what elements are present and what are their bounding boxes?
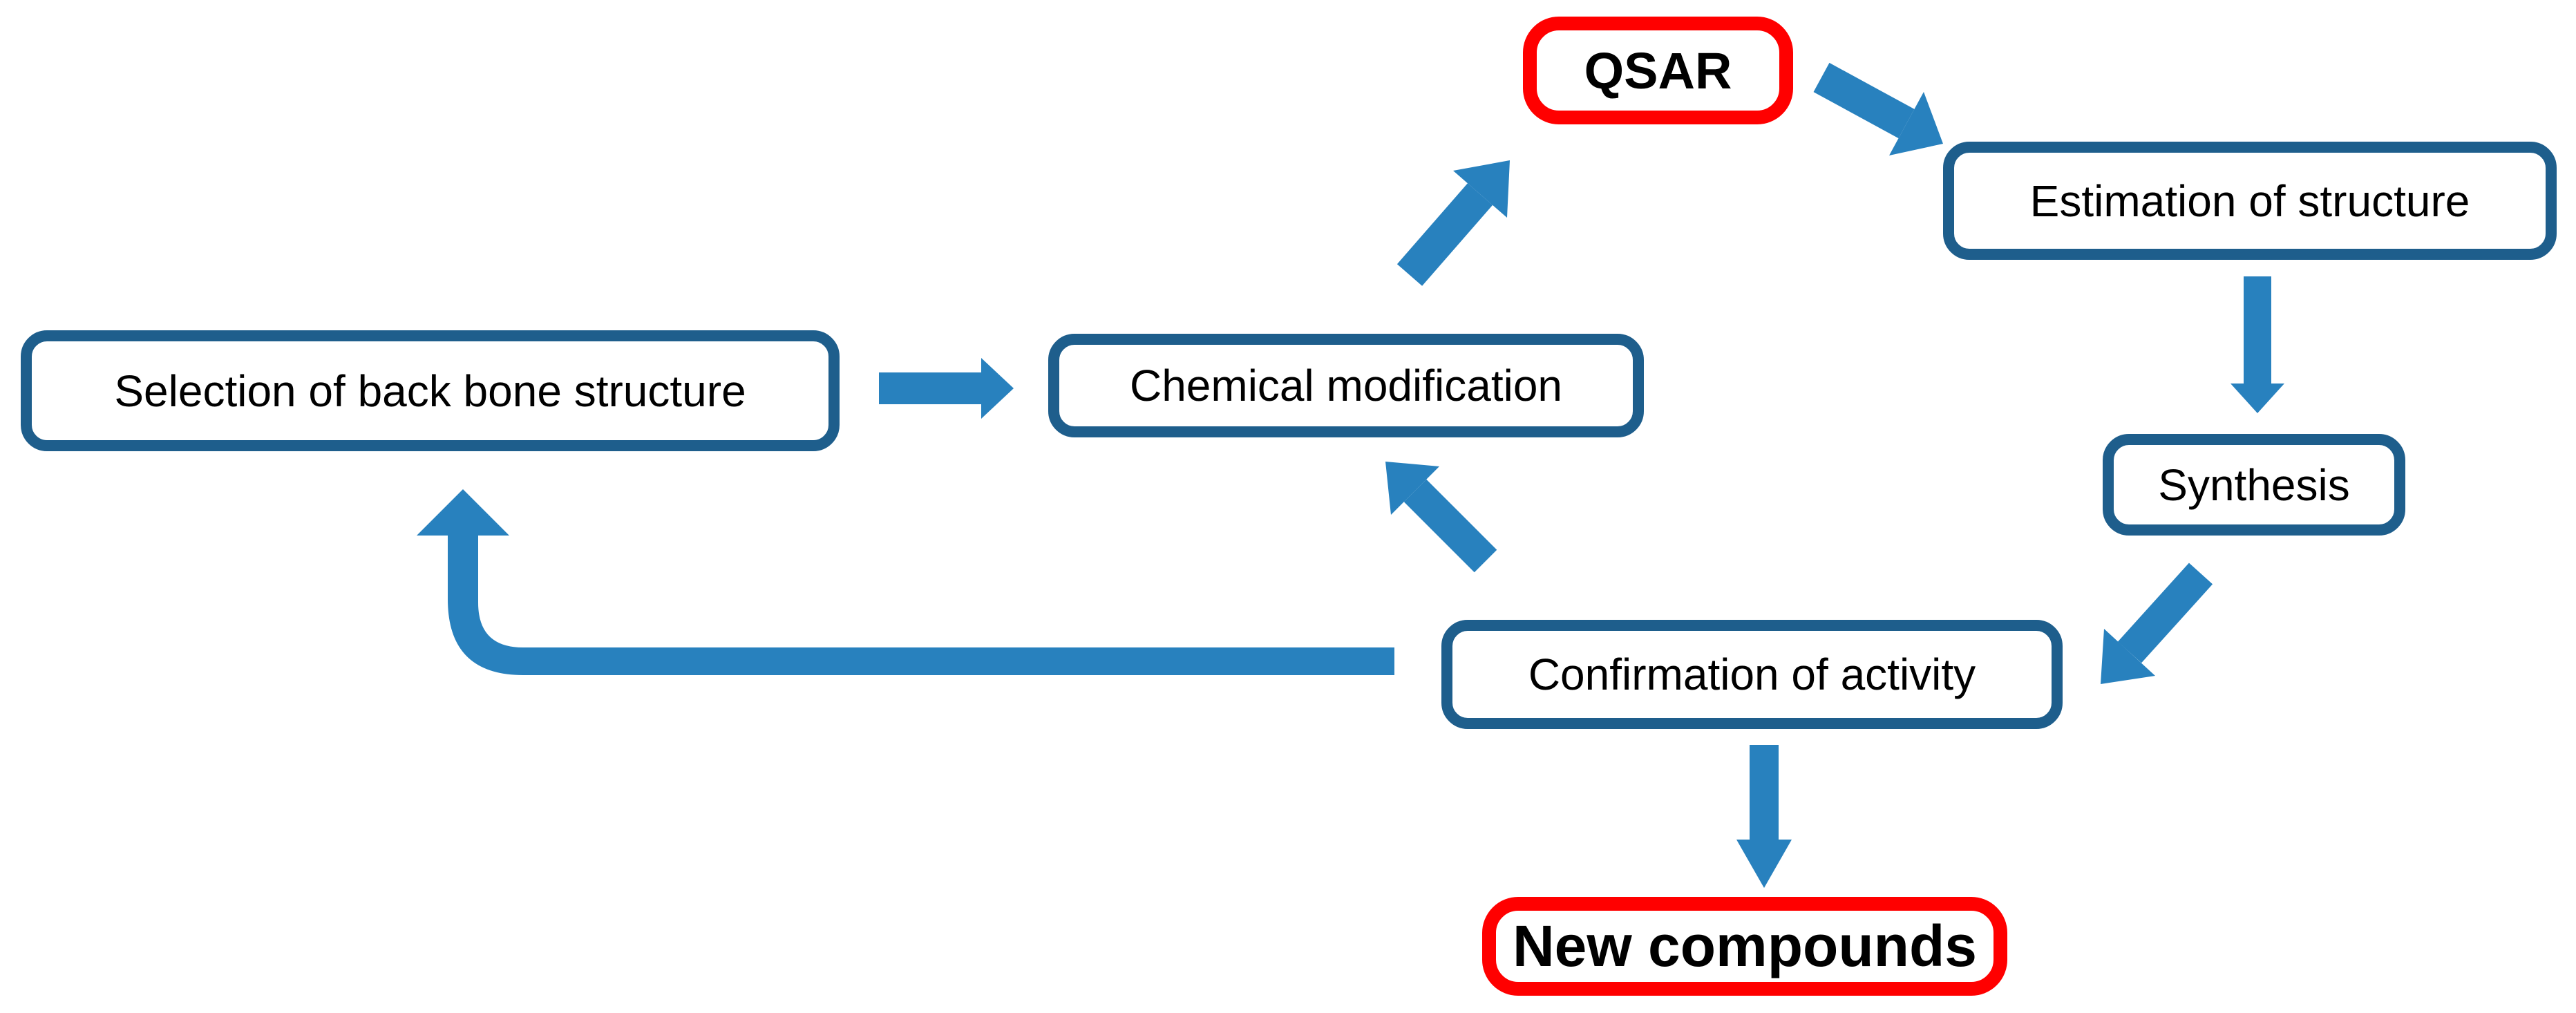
arrow-chemical-to-qsar [1396,160,1510,286]
node-synthesis: Synthesis [2103,434,2405,536]
node-qsar: QSAR [1523,17,1793,124]
node-selection-label: Selection of back bone structure [114,366,746,416]
arrow-confirmation-to-selection [417,489,1394,675]
node-chemical-label: Chemical modification [1129,361,1563,410]
node-estimation-label: Estimation of structure [2029,176,2470,226]
arrow-synthesis-to-confirmation [2101,562,2213,684]
node-confirmation-of-activity: Confirmation of activity [1441,620,2063,729]
node-new-compounds: New compounds [1482,897,2007,996]
node-estimation-of-structure: Estimation of structure [1943,142,2557,260]
node-newcompounds-label: New compounds [1512,913,1978,978]
node-qsar-label: QSAR [1584,41,1732,100]
node-confirmation-label: Confirmation of activity [1528,650,1976,699]
arrow-confirmation-to-chemical [1385,462,1497,573]
arrow-qsar-to-estimation [1813,62,1943,155]
arrow-estimation-to-synthesis [2231,276,2284,413]
arrow-confirmation-to-newcompounds [1736,745,1792,888]
node-chemical-modification: Chemical modification [1048,334,1644,437]
node-synthesis-label: Synthesis [2158,460,2350,510]
arrow-selection-to-chemical [879,358,1014,419]
node-selection-of-backbone: Selection of back bone structure [21,330,840,451]
